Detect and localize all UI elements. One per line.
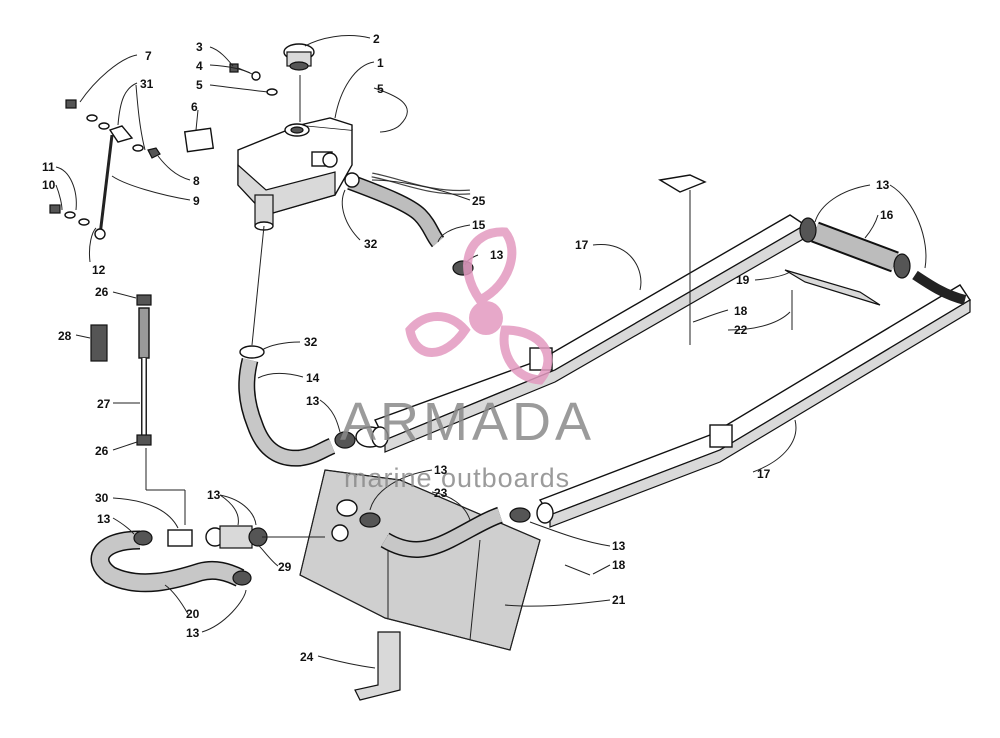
decal bbox=[183, 127, 215, 153]
callout-1: 1 bbox=[377, 56, 384, 70]
callout-11: 11 bbox=[42, 160, 55, 174]
callout-17b: 17 bbox=[757, 467, 771, 481]
callout-18b: 18 bbox=[612, 558, 626, 572]
callout-4: 4 bbox=[196, 59, 203, 73]
callout-9: 9 bbox=[193, 194, 200, 208]
callout-13g: 13 bbox=[612, 539, 626, 553]
heat-exchanger-plate bbox=[299, 469, 541, 651]
callout-15: 15 bbox=[472, 218, 486, 232]
callout-13d: 13 bbox=[434, 463, 448, 477]
callout-14: 14 bbox=[306, 371, 320, 385]
callout-30: 30 bbox=[95, 491, 109, 505]
callout-20: 20 bbox=[186, 607, 200, 621]
callout-17: 17 bbox=[575, 238, 589, 252]
callout-32: 32 bbox=[364, 237, 378, 251]
callout-labels: 2 3 4 5 1 5 6 7 31 8 9 11 10 12 25 15 32… bbox=[42, 32, 894, 664]
coolant-tank bbox=[237, 75, 353, 231]
callout-25: 25 bbox=[472, 194, 486, 208]
leader-lines bbox=[55, 35, 927, 669]
callout-32b: 32 bbox=[304, 335, 318, 349]
watermark-subtitle: marine outboards bbox=[344, 463, 570, 493]
armada-watermark: ARMADA marine outboards bbox=[340, 227, 595, 493]
callout-5b: 5 bbox=[377, 82, 384, 96]
callout-22: 22 bbox=[734, 323, 748, 337]
callout-19: 19 bbox=[736, 273, 750, 287]
callout-13c: 13 bbox=[306, 394, 320, 408]
parts-illustration bbox=[49, 43, 971, 701]
callout-2: 2 bbox=[373, 32, 380, 46]
callout-3: 3 bbox=[196, 40, 203, 54]
callout-13: 13 bbox=[490, 248, 504, 262]
callout-18: 18 bbox=[734, 304, 748, 318]
heat-exchanger-rails bbox=[371, 174, 971, 528]
callout-23: 23 bbox=[434, 486, 448, 500]
callout-8: 8 bbox=[193, 174, 200, 188]
callout-27: 27 bbox=[97, 397, 111, 411]
callout-24: 24 bbox=[300, 650, 314, 664]
callout-7: 7 bbox=[145, 49, 152, 63]
watermark-title: ARMADA bbox=[340, 392, 595, 452]
callout-31: 31 bbox=[140, 77, 154, 91]
callout-16: 16 bbox=[880, 208, 894, 222]
callout-26b: 26 bbox=[95, 444, 109, 458]
mount-bracket bbox=[354, 631, 401, 701]
radiator-cap bbox=[283, 43, 315, 71]
callout-6: 6 bbox=[191, 100, 198, 114]
propeller-logo bbox=[405, 227, 553, 385]
callout-29: 29 bbox=[278, 560, 292, 574]
callout-10: 10 bbox=[42, 178, 56, 192]
callout-13b: 13 bbox=[876, 178, 890, 192]
callout-13e: 13 bbox=[207, 488, 221, 502]
callout-13f: 13 bbox=[97, 512, 111, 526]
callout-21: 21 bbox=[612, 593, 626, 607]
callout-13h: 13 bbox=[186, 626, 200, 640]
callout-12: 12 bbox=[92, 263, 106, 277]
drain-line bbox=[90, 294, 186, 525]
callout-28: 28 bbox=[58, 329, 72, 343]
tank-bracket-rod bbox=[49, 99, 161, 240]
callout-26: 26 bbox=[95, 285, 109, 299]
callout-5: 5 bbox=[196, 78, 203, 92]
rail-bracket bbox=[784, 269, 881, 306]
